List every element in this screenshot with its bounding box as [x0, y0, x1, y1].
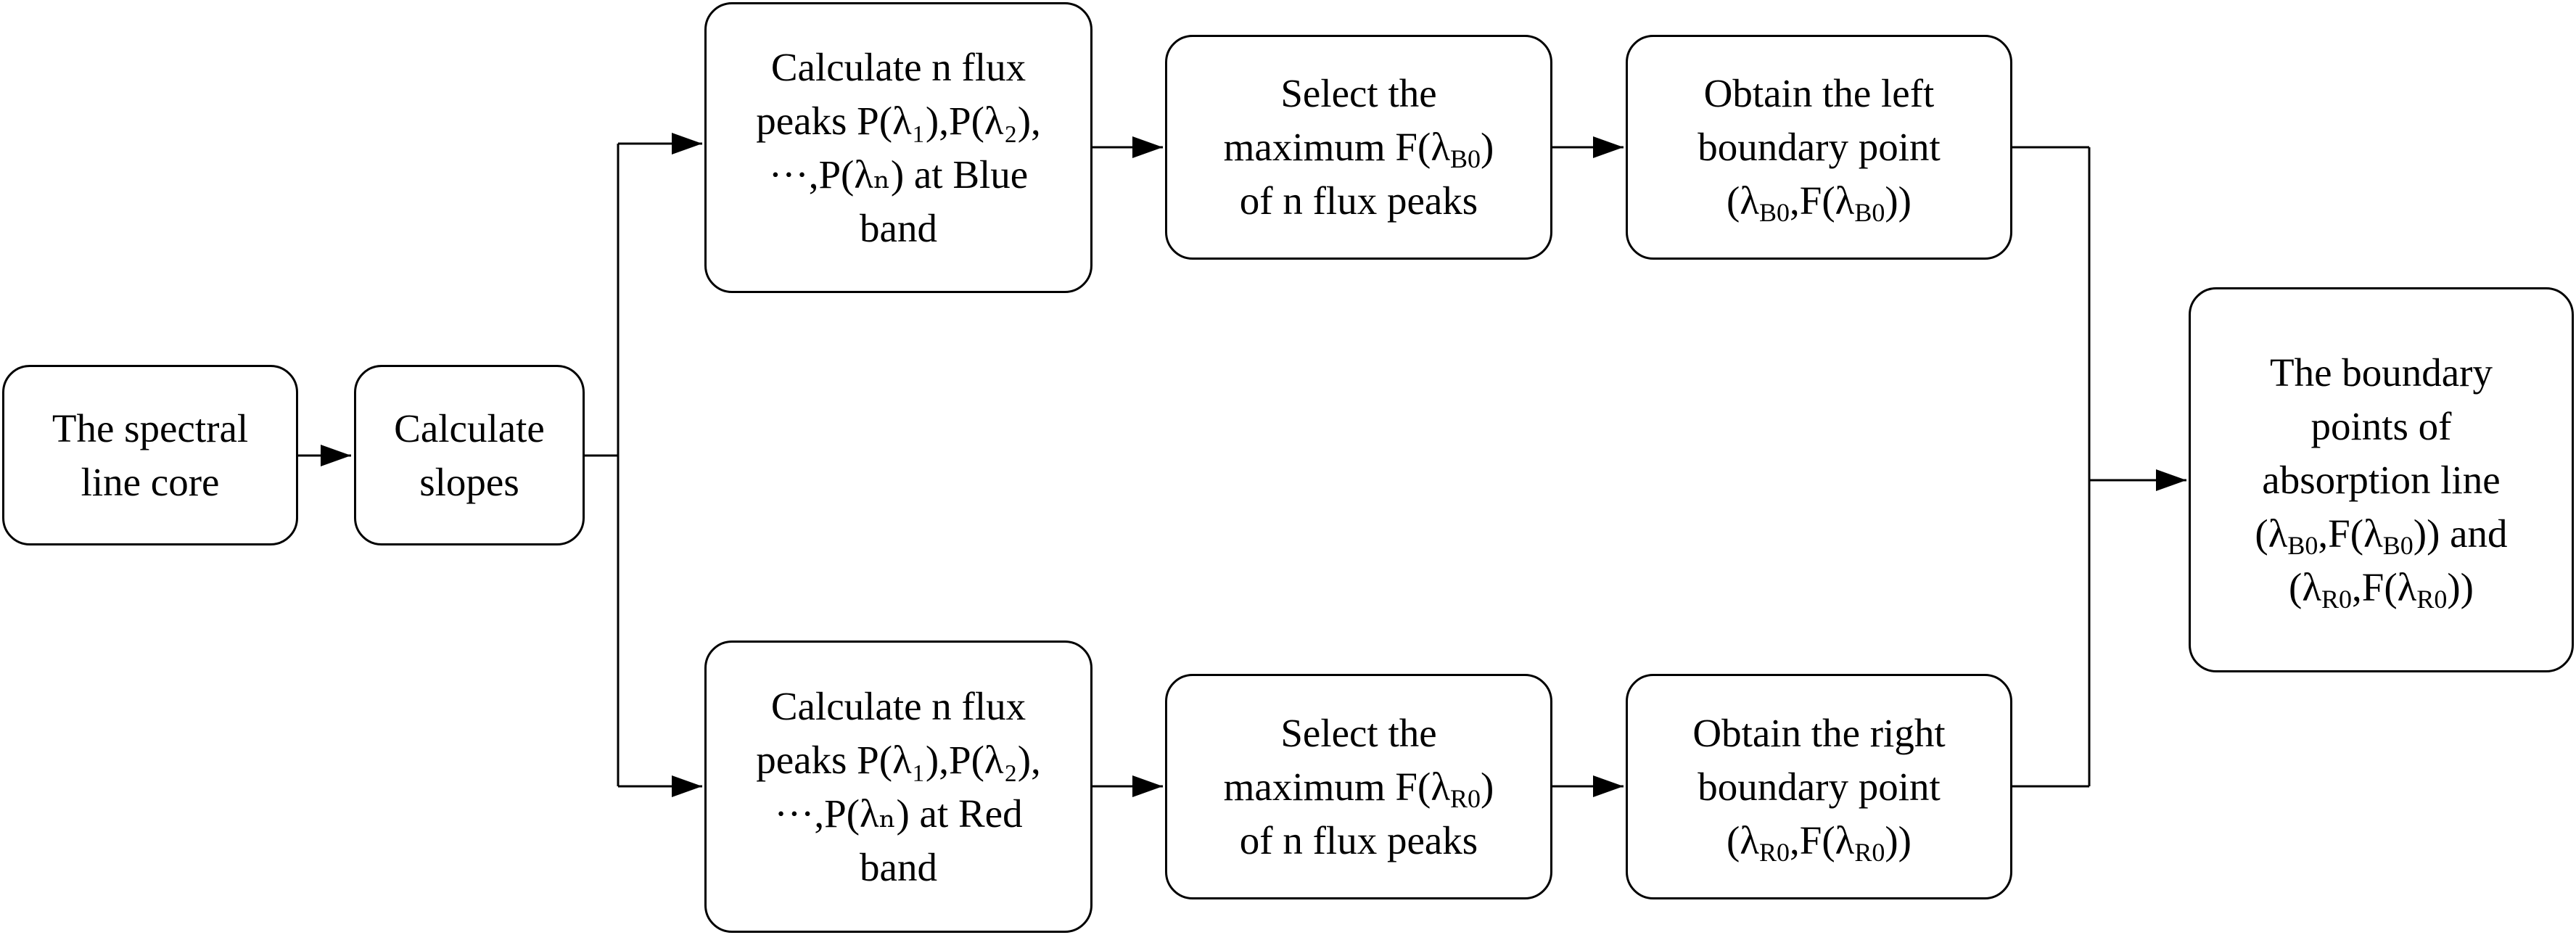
edge-slopes-to-blue-peaks: [618, 133, 702, 155]
node-red-peaks-line-2: peaks P(λ₁),P(λ₂),: [756, 737, 1041, 782]
node-blue-select-line-2: maximum F(λB0): [1223, 125, 1494, 173]
edge-blue-select-to-blue-boundary: [1552, 136, 1624, 158]
node-red-boundary-line-1: Obtain the right: [1692, 710, 1946, 755]
node-red-boundary-line-3: (λR0,F(λR0)): [1727, 817, 1912, 867]
node-core-line-1: The spectral: [52, 405, 249, 450]
node-red-boundary: Obtain the right boundary point (λR0,F(λ…: [1626, 674, 2012, 899]
edge-red-select-to-red-boundary: [1552, 775, 1624, 797]
node-blue-peaks-line-1: Calculate n flux: [770, 44, 1026, 89]
node-blue-peaks-line-2: peaks P(λ₁),P(λ₂),: [756, 98, 1041, 143]
node-result-line-5: (λR0,F(λR0)): [2289, 564, 2474, 614]
node-red-select-line-2: maximum F(λR0): [1223, 764, 1494, 813]
node-result: The boundary points of absorption line (…: [2189, 287, 2574, 672]
node-blue-boundary: Obtain the left boundary point (λB0,F(λB…: [1626, 35, 2012, 260]
node-red-peaks-line-4: band: [860, 844, 937, 889]
node-blue-peaks-line-3: ···,P(λₙ) at Blue: [768, 152, 1029, 197]
node-red-select: Select the maximum F(λR0) of n flux peak…: [1165, 674, 1552, 899]
node-result-line-1: The boundary: [2269, 350, 2493, 395]
node-red-peaks: Calculate n flux peaks P(λ₁),P(λ₂), ···,…: [704, 641, 1092, 933]
edge-red-peaks-to-red-select: [1092, 775, 1163, 797]
edge-core-to-slopes: [298, 445, 351, 466]
node-result-line-3: absorption line: [2262, 457, 2501, 502]
node-red-select-line-1: Select the: [1280, 710, 1437, 755]
node-blue-select-line-1: Select the: [1280, 71, 1437, 115]
node-result-line-2: points of: [2310, 403, 2452, 448]
node-result-line-4: (λB0,F(λB0)) and: [2255, 511, 2508, 560]
edge-slopes-to-red-peaks: [618, 775, 702, 797]
node-calculate-slopes: Calculate slopes: [354, 365, 585, 545]
node-slopes-line-1: Calculate: [394, 405, 545, 450]
node-blue-boundary-line-1: Obtain the left: [1703, 71, 1935, 115]
node-red-peaks-line-1: Calculate n flux: [770, 683, 1026, 728]
edge-merge-to-result: [2089, 469, 2186, 491]
node-blue-select-line-3: of n flux peaks: [1239, 178, 1478, 223]
node-slopes-line-2: slopes: [419, 459, 519, 504]
node-blue-boundary-line-3: (λB0,F(λB0)): [1727, 178, 1912, 227]
node-spectral-line-core: The spectral line core: [2, 365, 298, 545]
edge-boundaries-merge: [2012, 146, 2091, 788]
node-blue-select: Select the maximum F(λB0) of n flux peak…: [1165, 35, 1552, 260]
node-blue-peaks-line-4: band: [860, 205, 937, 250]
edge-blue-peaks-to-blue-select: [1092, 136, 1163, 158]
node-red-peaks-line-3: ···,P(λₙ) at Red: [774, 791, 1023, 836]
node-core-line-2: line core: [81, 459, 220, 504]
node-red-boundary-line-2: boundary point: [1698, 764, 1941, 809]
node-blue-peaks: Calculate n flux peaks P(λ₁),P(λ₂), ···,…: [704, 2, 1092, 293]
node-blue-boundary-line-2: boundary point: [1698, 125, 1941, 169]
node-red-select-line-3: of n flux peaks: [1239, 817, 1478, 862]
edge-slopes-branch: [585, 144, 620, 786]
